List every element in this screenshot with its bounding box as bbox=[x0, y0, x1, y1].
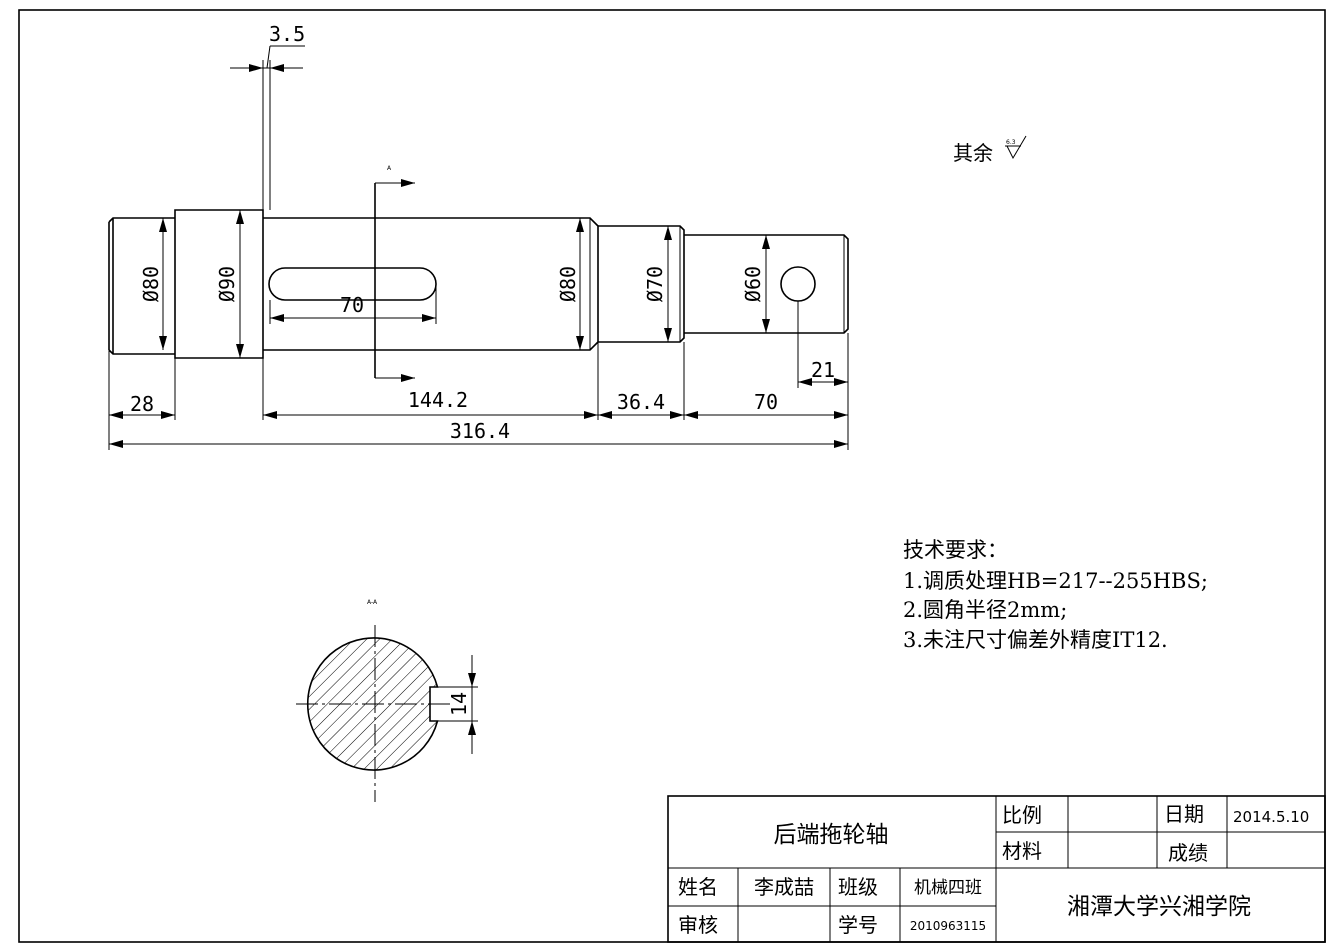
part-name: 后端拖轮轴 bbox=[774, 822, 889, 848]
review-label: 审核 bbox=[678, 913, 718, 937]
class-label: 班级 bbox=[838, 875, 878, 899]
tech-req-item-1: 1.调质处理HB=217--255HBS; bbox=[903, 569, 1208, 593]
dim-dia-left-end: Ø80 bbox=[139, 266, 163, 302]
dim-groove-offset: 3.5 bbox=[269, 22, 305, 46]
title-block: 后端拖轮轴 比例 日期 2014.5.10 材料 成绩 姓名 李成喆 班级 机械… bbox=[667, 795, 1326, 943]
dim-len-left: 28 bbox=[130, 392, 154, 416]
dim-dia-collar: Ø90 bbox=[215, 266, 239, 302]
dim-dia-right-end: Ø60 bbox=[741, 266, 765, 302]
surface-finish-note: 其余 6.3 bbox=[953, 135, 1027, 165]
student-id-value: 2010963115 bbox=[910, 919, 986, 933]
section-outline bbox=[307, 637, 439, 771]
tech-req-item-3: 3.未注尺寸偏差外精度IT12. bbox=[903, 628, 1168, 652]
tech-requirements: 技术要求： 1.调质处理HB=217--255HBS; 2.圆角半径2mm; 3… bbox=[903, 538, 1208, 652]
school-name: 湘潭大学兴湘学院 bbox=[1067, 894, 1251, 920]
keyway-slot bbox=[268, 267, 437, 301]
scale-label: 比例 bbox=[1002, 803, 1042, 827]
section-label-top: A bbox=[387, 165, 392, 172]
dimension-texts: 3.5 Ø80 Ø90 Ø80 Ø70 Ø60 70 21 28 144.2 3… bbox=[130, 22, 835, 443]
dim-len-step: 36.4 bbox=[617, 390, 665, 414]
cross-hole bbox=[780, 266, 816, 302]
date-label: 日期 bbox=[1164, 802, 1204, 826]
tech-req-item-2: 2.圆角半径2mm; bbox=[903, 598, 1067, 622]
student-id-label: 学号 bbox=[838, 913, 878, 937]
dim-len-right: 70 bbox=[754, 390, 778, 414]
drawing-frame bbox=[18, 9, 1326, 943]
tech-req-heading: 技术要求： bbox=[903, 538, 1008, 562]
roughness-symbol-icon: 6.3 bbox=[1005, 135, 1027, 160]
material-label: 材料 bbox=[1002, 839, 1042, 863]
dim-len-total: 316.4 bbox=[450, 419, 510, 443]
grade-label: 成绩 bbox=[1168, 841, 1208, 865]
dim-dia-step: Ø70 bbox=[643, 266, 667, 302]
dim-keyway-width: 14 bbox=[447, 692, 471, 716]
roughness-value: 6.3 bbox=[1006, 139, 1016, 146]
shaft-main-view bbox=[108, 209, 849, 359]
section-cut-line: A bbox=[374, 165, 415, 382]
section-view: A-A 14 bbox=[296, 599, 478, 802]
section-title: A-A bbox=[367, 599, 378, 606]
name-label: 姓名 bbox=[678, 875, 718, 899]
dim-dia-middle: Ø80 bbox=[556, 266, 580, 302]
name-value: 李成喆 bbox=[754, 875, 814, 899]
class-value: 机械四班 bbox=[914, 878, 982, 898]
dim-keyway-length: 70 bbox=[340, 293, 364, 317]
date-value: 2014.5.10 bbox=[1233, 808, 1309, 826]
dim-hole-offset: 21 bbox=[811, 358, 835, 382]
dimension-lines bbox=[108, 45, 849, 450]
surface-finish-prefix: 其余 bbox=[953, 141, 993, 165]
dim-len-middle: 144.2 bbox=[408, 388, 468, 412]
